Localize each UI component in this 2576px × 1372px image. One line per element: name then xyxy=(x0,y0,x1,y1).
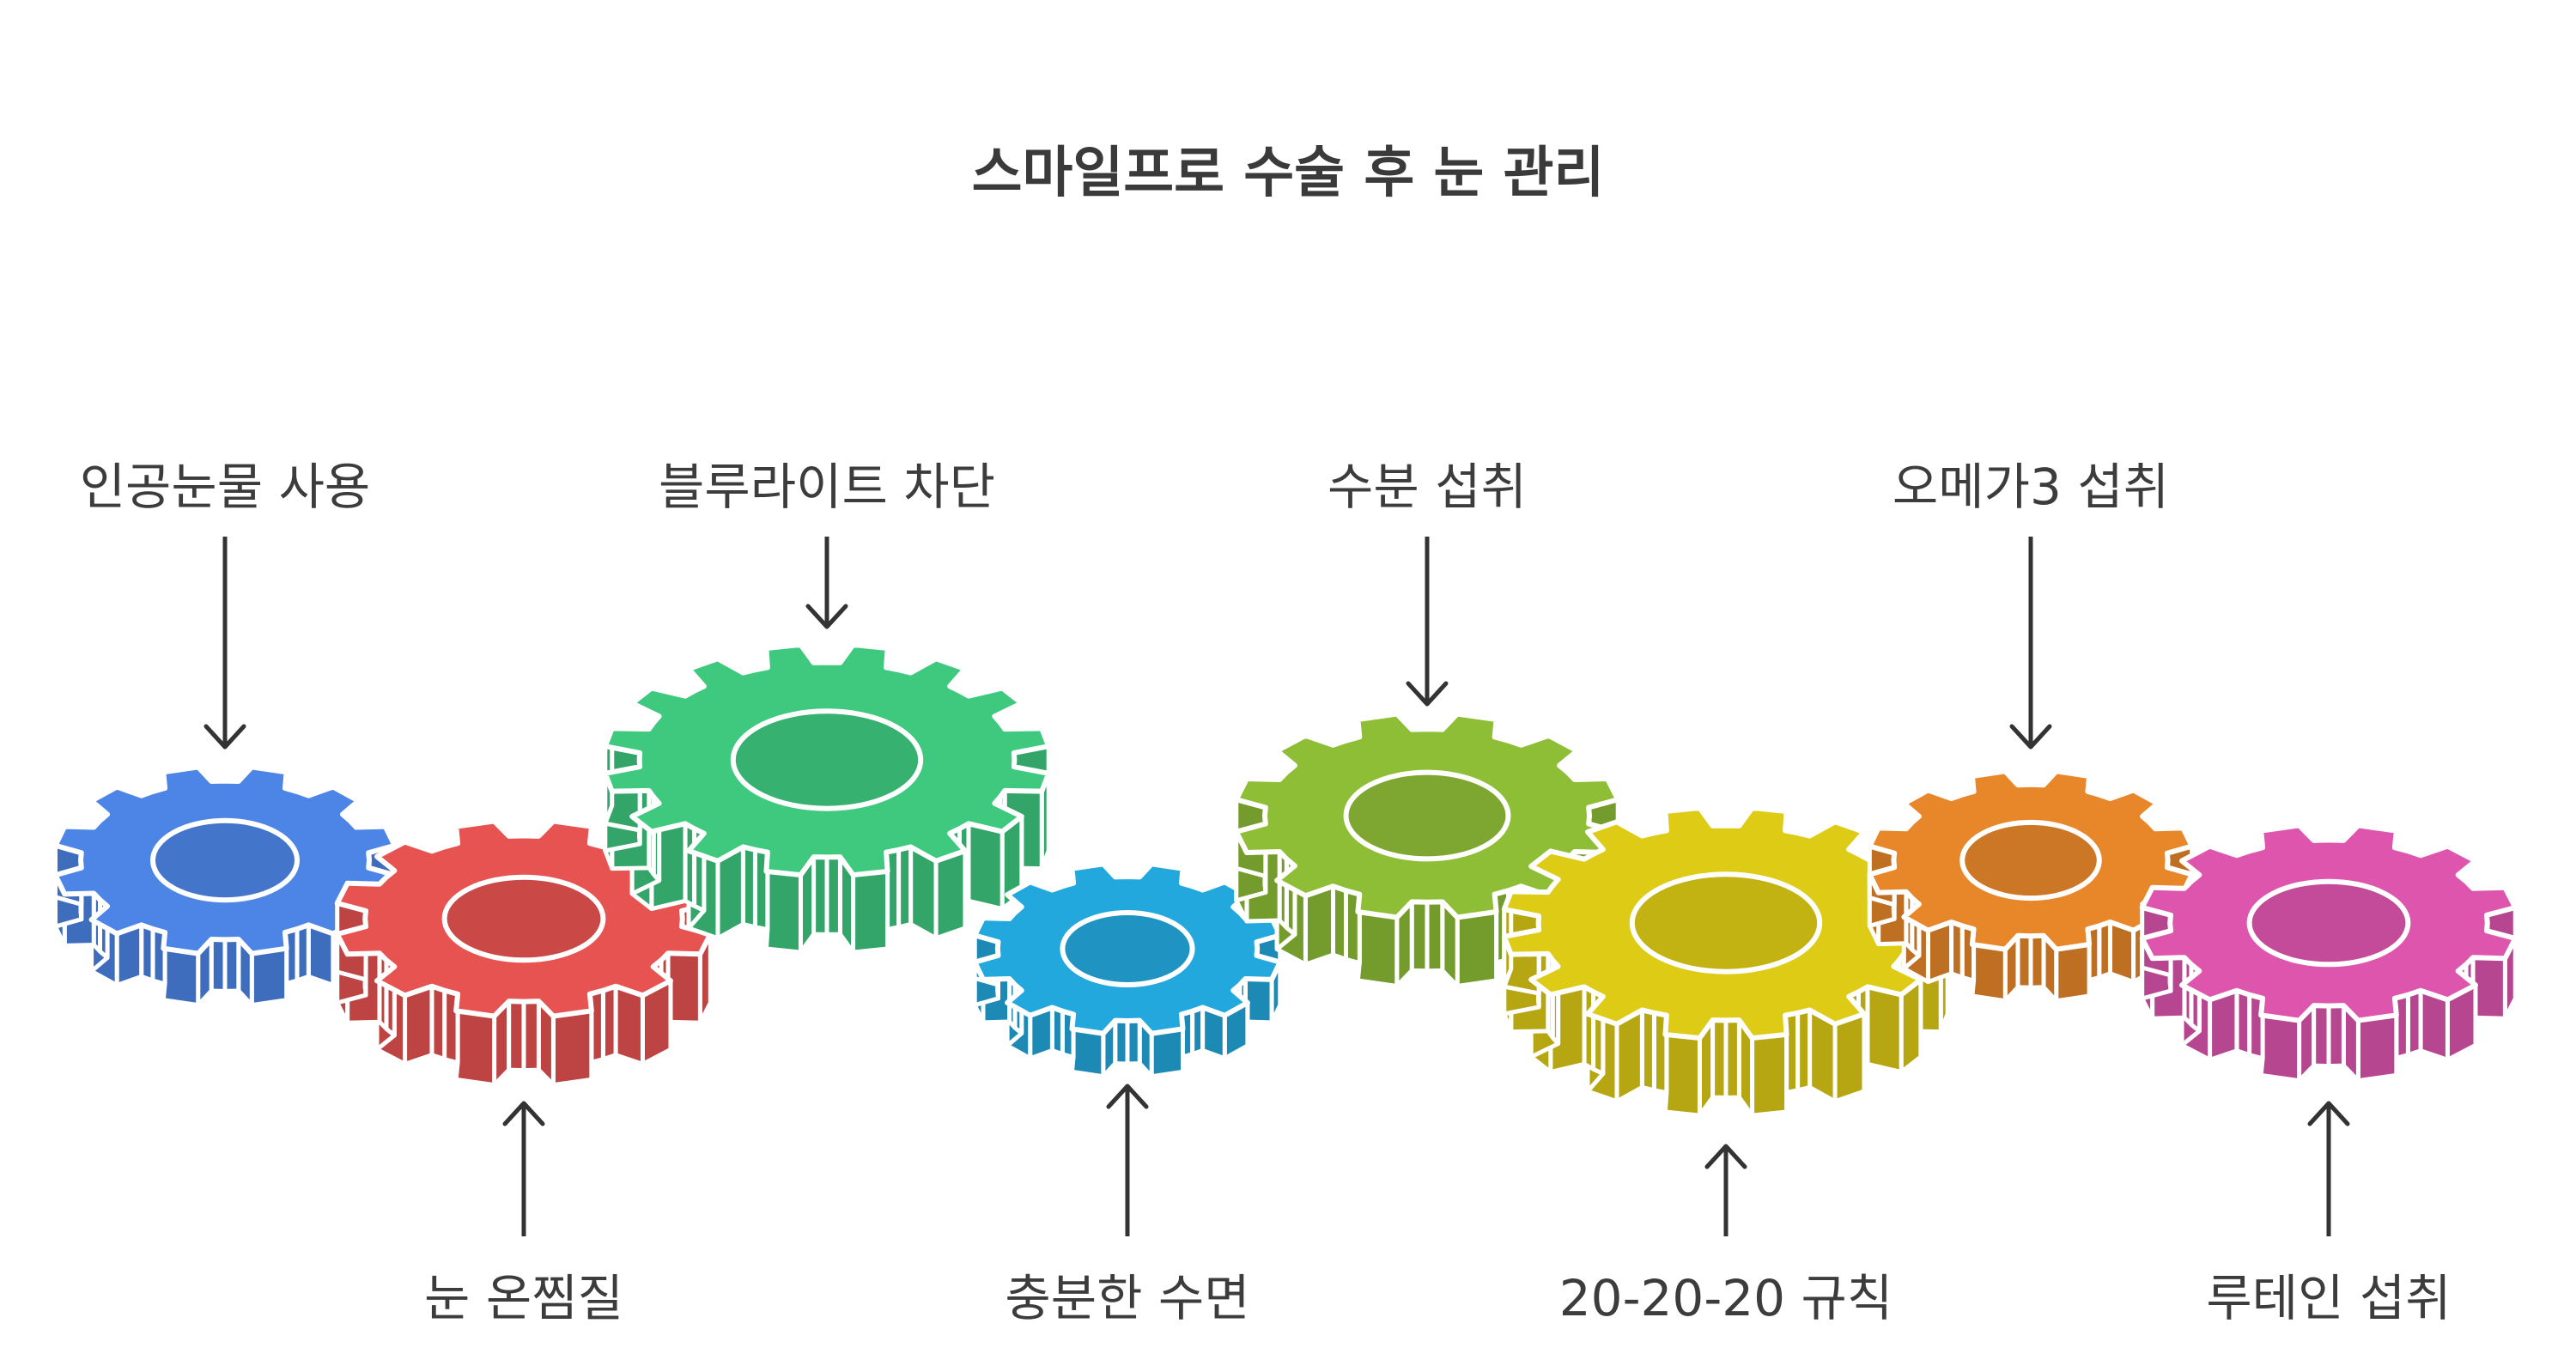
label-omega3: 오메가3 섭취 xyxy=(1892,458,2170,516)
arrow-sufficient-sleep xyxy=(1106,1084,1149,1236)
gear-omega3 xyxy=(1867,768,2195,1004)
label-warm-compress: 눈 온찜질 xyxy=(424,1269,623,1327)
label-rule-20-20-20: 20-20-20 규칙 xyxy=(1558,1269,1893,1327)
arrow-warm-compress xyxy=(502,1101,545,1236)
label-block-blue-light: 블루라이트 차단 xyxy=(659,458,995,516)
label-lutein: 루테인 섭취 xyxy=(2206,1269,2451,1327)
label-sufficient-sleep: 충분한 수면 xyxy=(1005,1269,1250,1327)
arrow-artificial-tears xyxy=(204,537,246,750)
arrow-omega3 xyxy=(2009,537,2052,750)
arrow-block-blue-light xyxy=(805,537,848,629)
label-artificial-tears: 인공눈물 사용 xyxy=(79,458,371,516)
arrow-hydration xyxy=(1406,537,1449,707)
arrow-rule-20-20-20 xyxy=(1704,1144,1747,1236)
gear-block-blue-light xyxy=(602,641,1052,955)
diagram-title: 스마일프로 수술 후 눈 관리 xyxy=(971,142,1605,205)
label-hydration: 수분 섭취 xyxy=(1327,458,1527,516)
gear-lutein xyxy=(2139,823,2518,1084)
gear-sufficient-sleep xyxy=(972,861,1283,1079)
arrow-lutein xyxy=(2307,1101,2350,1236)
